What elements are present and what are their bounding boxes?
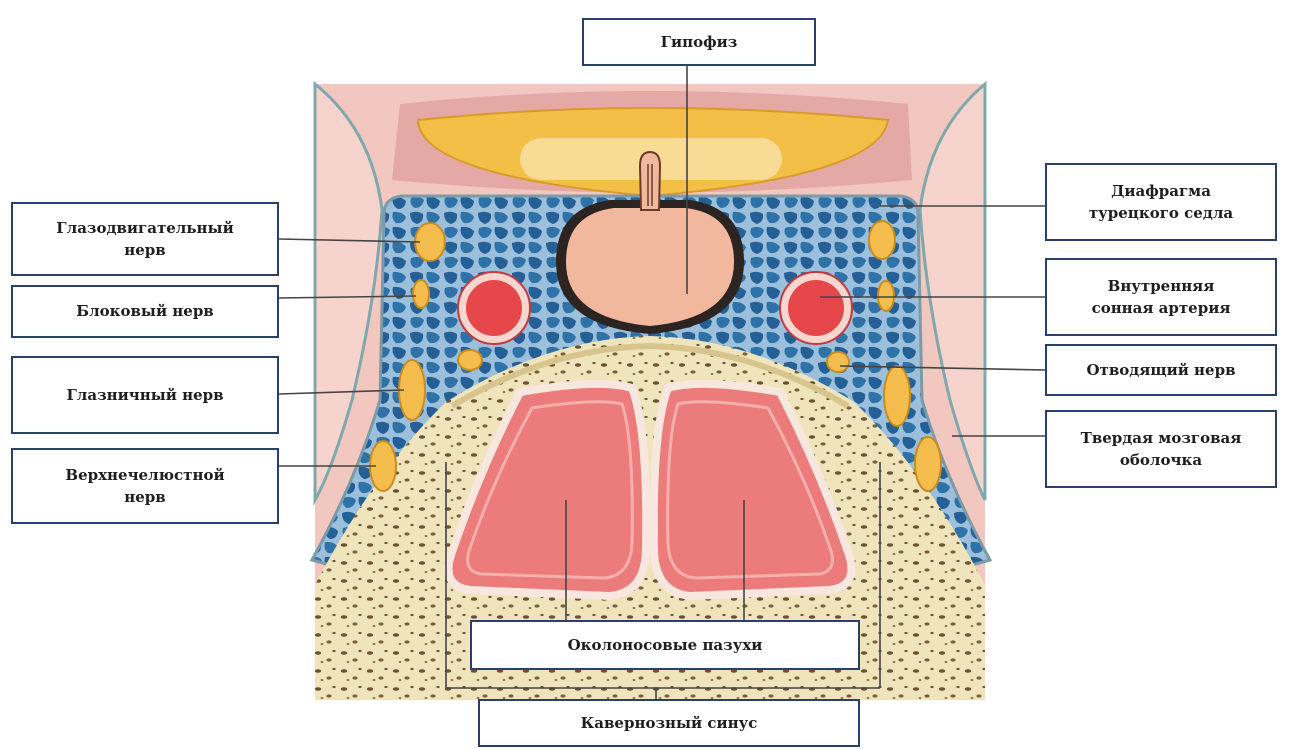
abducens-nerve-left xyxy=(458,350,482,370)
pituitary-gland xyxy=(566,208,734,326)
internal-carotid-left-lumen xyxy=(466,280,522,336)
maxillary-nerve-right xyxy=(915,437,941,491)
abducens-nerve-right xyxy=(827,352,849,372)
label-hypophysis: Гипофиз xyxy=(582,18,816,66)
label-maxillary-nerve: Верхнечелюстной нерв xyxy=(11,448,279,524)
internal-carotid-right-lumen xyxy=(788,280,844,336)
label-ophthalmic-nerve: Глазничный нерв xyxy=(11,356,279,434)
trochlear-nerve-right xyxy=(878,281,894,311)
trochlear-nerve-left xyxy=(413,280,429,308)
label-abducens-nerve: Отводящий нерв xyxy=(1045,344,1277,396)
label-oculomotor-nerve: Глазодвигательный нерв xyxy=(11,202,279,276)
label-trochlear-nerve: Блоковый нерв xyxy=(11,285,279,338)
pituitary-stalk xyxy=(640,152,660,210)
oculomotor-nerve-right xyxy=(869,221,895,259)
label-sellar-diaphragm: Диафрагма турецкого седла xyxy=(1045,163,1277,241)
label-internal-carotid-artery: Внутренняя сонная артерия xyxy=(1045,258,1277,336)
ophthalmic-nerve-right xyxy=(884,366,910,426)
label-dura-mater: Твердая мозговая оболочка xyxy=(1045,410,1277,488)
label-paranasal-sinuses: Околоносовые пазухи xyxy=(470,620,860,670)
label-cavernous-sinus: Кавернозный синус xyxy=(478,699,860,747)
